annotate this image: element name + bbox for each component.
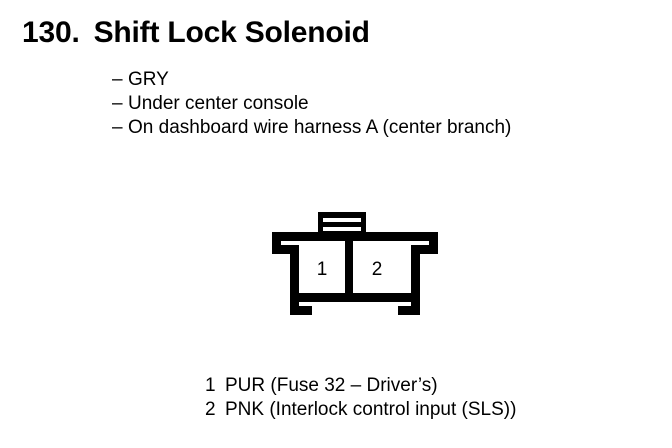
note-item: – On dashboard wire harness A (center br… <box>112 116 511 140</box>
legend-pin-description: PNK (Interlock control input (SLS)) <box>225 399 517 420</box>
note-list: – GRY – Under center console – On dashbo… <box>112 68 511 140</box>
note-item: – Under center console <box>112 92 511 116</box>
note-text: Under center console <box>128 93 309 114</box>
legend-pin-number: 2 <box>205 399 216 420</box>
dash-icon: – <box>112 93 123 114</box>
note-item: – GRY <box>112 68 511 92</box>
cavity-number-1: 1 <box>317 259 328 280</box>
dash-icon: – <box>112 69 123 90</box>
note-text: On dashboard wire harness A (center bran… <box>128 117 512 138</box>
legend-pin-description: PUR (Fuse 32 – Driver’s) <box>225 375 438 396</box>
page-title: 130. Shift Lock Solenoid <box>22 16 370 50</box>
cavity-number-2: 2 <box>372 259 383 280</box>
item-number: 130. <box>22 16 80 49</box>
legend-pin-number: 1 <box>205 375 216 396</box>
note-text: GRY <box>128 69 169 90</box>
connector-body <box>272 232 438 315</box>
legend-row: 1 PUR (Fuse 32 – Driver’s) <box>205 374 516 398</box>
dash-icon: – <box>112 117 123 138</box>
connector-svg: 1 2 <box>272 212 438 315</box>
legend-row: 2 PNK (Interlock control input (SLS)) <box>205 398 516 422</box>
item-title: Shift Lock Solenoid <box>93 16 370 49</box>
pin-legend: 1 PUR (Fuse 32 – Driver’s) 2 PNK (Interl… <box>205 374 516 422</box>
connector-diagram: 1 2 <box>265 200 445 330</box>
